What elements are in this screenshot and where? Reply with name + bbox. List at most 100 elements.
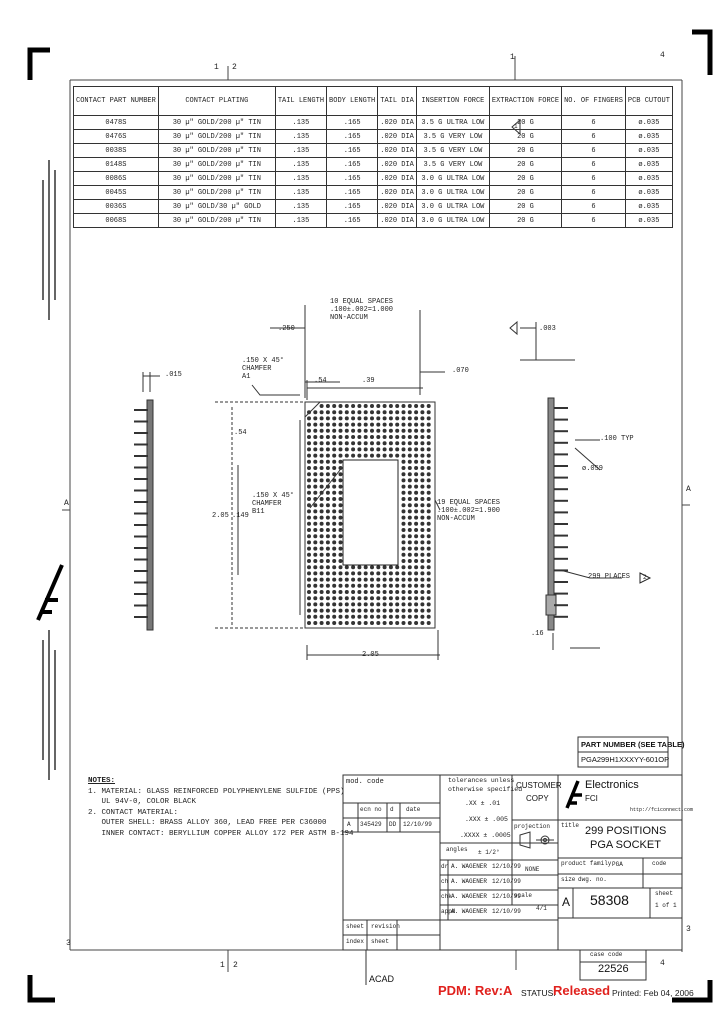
pin-hole <box>414 428 419 433</box>
pin-hole <box>332 559 337 563</box>
pin-hole <box>338 534 343 539</box>
pin-hole <box>338 540 343 545</box>
pin-hole <box>401 614 406 619</box>
pin-hole <box>401 534 406 539</box>
pin-hole <box>319 614 324 619</box>
pin-hole <box>407 565 412 570</box>
table-cell: 30 µ" GOLD/200 µ" TIN <box>157 157 276 172</box>
pin-hole <box>407 459 412 464</box>
pin-hole <box>407 453 412 458</box>
pin-hole <box>319 540 324 545</box>
rev-header: d <box>390 806 394 813</box>
pin-hole <box>307 577 311 582</box>
pin-hole <box>313 447 318 452</box>
pin-hole <box>388 583 393 588</box>
rev-header: ecn no <box>360 806 382 813</box>
pin-hole <box>319 565 324 570</box>
pin-hole <box>407 571 412 576</box>
pin-hole <box>395 428 400 433</box>
pin-hole <box>313 571 318 576</box>
drawn-by-date: 12/10/99 <box>492 878 521 885</box>
table-cell: 20 G <box>488 185 563 200</box>
table-cell: .020 DIA <box>377 157 417 172</box>
pin-hole <box>332 534 337 539</box>
rev-header: date <box>406 806 421 813</box>
table-cell: .135 <box>274 199 328 214</box>
product-family-label: product family <box>561 860 612 867</box>
pin-hole <box>332 552 337 557</box>
table-cell: 30 µ" GOLD/30 µ" GOLD <box>157 199 276 214</box>
status-label: STATUS: <box>521 988 556 998</box>
pin-hole <box>426 590 431 594</box>
pin-hole <box>426 428 431 433</box>
table-cell: 6 <box>561 157 626 172</box>
pin-hole <box>426 546 431 551</box>
pin-hole <box>414 515 419 520</box>
parts-table-header: CONTACT PART NUMBER <box>73 86 159 116</box>
pin-hole <box>401 478 406 483</box>
pin-hole <box>426 453 431 458</box>
pin-hole <box>319 509 324 514</box>
pin-hole <box>370 422 374 427</box>
dim-label: .070 <box>452 367 469 375</box>
pin-hole <box>414 509 419 514</box>
parts-table: CONTACT PART NUMBER CONTACT PLATING TAIL… <box>73 86 673 228</box>
pin-hole <box>313 614 318 619</box>
pin-hole <box>395 602 400 607</box>
pin-hole <box>363 435 368 439</box>
table-cell: 3.5 G ULTRA LOW <box>415 115 490 130</box>
dim-label: .015 <box>165 371 182 379</box>
size-label: size <box>561 876 576 883</box>
pin-hole <box>351 422 356 427</box>
pin-hole <box>420 590 425 594</box>
pin-hole <box>414 453 419 458</box>
table-cell: .135 <box>274 171 328 186</box>
pin-hole <box>420 534 425 539</box>
pin-hole <box>388 453 393 458</box>
table-cell: ø.035 <box>624 129 673 144</box>
pin-hole <box>420 484 425 489</box>
pin-hole <box>313 521 318 526</box>
rev-cell: 345429 <box>360 821 382 828</box>
pin-hole <box>426 521 431 526</box>
pin-hole <box>338 515 343 520</box>
table-cell: 30 µ" GOLD/200 µ" TIN <box>157 143 276 158</box>
pin-hole <box>344 422 349 427</box>
pin-hole <box>370 614 374 619</box>
pin-hole <box>325 565 330 570</box>
table-cell: 30 µ" GOLD/200 µ" TIN <box>157 129 276 144</box>
pin-hole <box>338 484 343 489</box>
pin-hole <box>325 534 330 539</box>
pin-hole <box>426 540 431 545</box>
fci-logo-mark <box>36 564 64 621</box>
note-line: .100±.002=1.000 <box>330 306 394 314</box>
pin-hole <box>338 472 343 477</box>
pin-hole <box>325 552 330 557</box>
pin-hole <box>332 422 337 427</box>
pin-hole <box>401 472 406 477</box>
pin-hole <box>401 528 406 532</box>
pin-hole <box>338 466 343 470</box>
pin-hole <box>325 459 330 464</box>
pin-hole <box>382 428 387 433</box>
pin-hole <box>313 466 318 470</box>
table-cell: 3.0 G ULTRA LOW <box>415 199 490 214</box>
pin-hole <box>307 428 311 433</box>
pin-hole <box>401 565 406 570</box>
pin-hole <box>420 583 425 588</box>
pin-hole <box>401 435 406 439</box>
pin-hole <box>332 565 337 570</box>
pin-hole <box>307 546 311 551</box>
pin-hole <box>395 435 400 439</box>
pin-hole <box>332 472 337 477</box>
note-line: NON-ACCUM <box>330 314 368 322</box>
index-label: sheet <box>371 938 390 945</box>
pin-hole <box>426 602 431 607</box>
sheet-rev-label: revision <box>371 923 400 930</box>
pin-hole <box>357 565 362 570</box>
pin-hole <box>363 577 368 582</box>
pin-hole <box>319 528 324 532</box>
pin-hole <box>401 552 406 557</box>
